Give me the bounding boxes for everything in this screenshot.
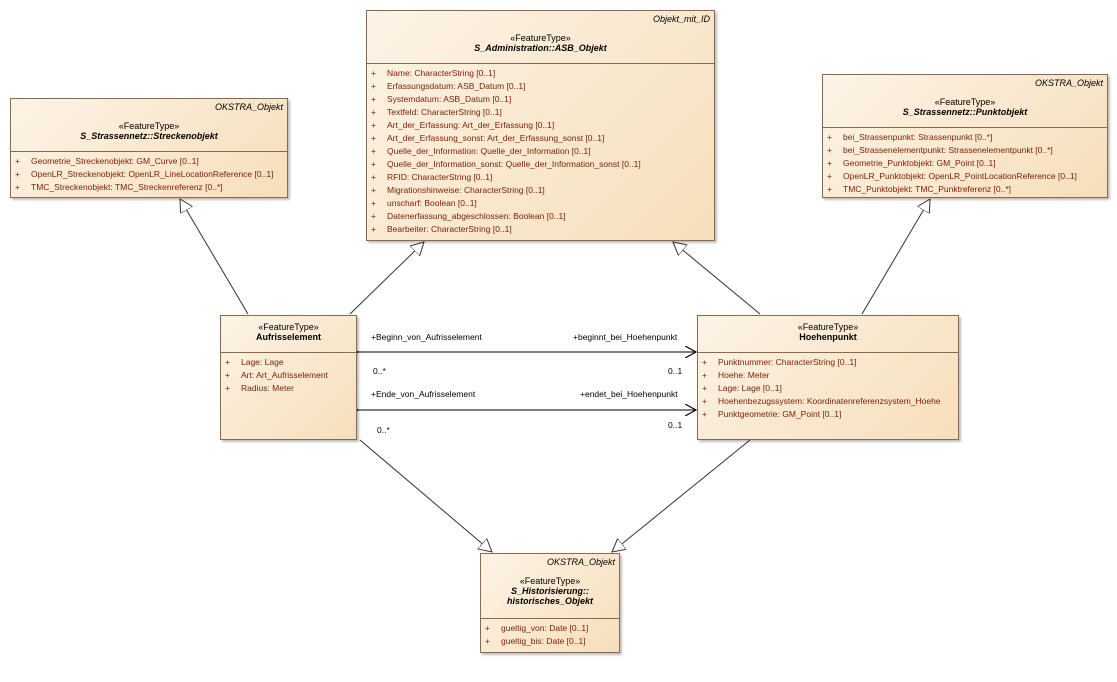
attribute: +Lage: Lage [225,357,284,367]
class-name: S_Strassennetz::Streckenobjekt [80,131,218,141]
attribute: +Radius: Meter [225,383,294,393]
stereotype: «FeatureType» [510,33,571,43]
class-hoehenpunkt[interactable]: «FeatureType» Hoehenpunkt +Punktnummer: … [697,315,959,440]
class-punktobjekt[interactable]: OKSTRA_Objekt «FeatureType» S_Strassenne… [822,74,1108,198]
attribute: +Erfassungsdatum: ASB_Datum [0..1] [371,81,526,91]
attribute: +Lage: Lage [0..1] [702,383,782,393]
attribute-list: +Punktnummer: CharacterString [0..1] +Ho… [698,352,958,423]
attribute: +Systemdatum: ASB_Datum [0..1] [371,94,512,104]
multiplicity-beginn-right: 0..1 [668,366,683,376]
attribute: +unscharf: Boolean [0..1] [371,198,477,208]
attribute: +OpenLR_Punktobjekt: OpenLR_PointLocatio… [827,171,1077,181]
class-asb-objekt[interactable]: Objekt_mit_ID «FeatureType» S_Administra… [366,10,715,241]
attribute: +Punktgeometrie: GM_Point [0..1] [702,409,842,419]
attribute: +Datenerfassung_abgeschlossen: Boolean [… [371,211,566,221]
attribute: +Migrationshinweise: CharacterString [0.… [371,185,545,195]
role-endet-bei-hoehenpunkt: +endet_bei_Hoehenpunkt [580,389,678,399]
generalization-aufriss-asb[interactable] [349,242,424,315]
stereotype: «FeatureType» [797,322,859,332]
attribute: +Geometrie_Streckenobjekt: GM_Curve [0..… [15,156,199,166]
class-name: Hoehenpunkt [799,332,857,342]
class-aufrisselement[interactable]: «FeatureType» Aufrisselement +Lage: Lage… [220,315,357,440]
role-beginnt-bei-hoehenpunkt: +beginnt_bei_Hoehenpunkt [573,332,678,342]
attribute: +Punktnummer: CharacterString [0..1] [702,357,857,367]
generalization-hoehen-punkt[interactable] [861,199,930,315]
class-historisches-objekt[interactable]: OKSTRA_Objekt «FeatureType» S_Historisie… [480,553,620,653]
attribute: +RFID: CharacterString [0..1] [371,172,493,182]
attribute-list: +gueltig_von: Date [0..1] +gueltig_bis: … [481,618,619,650]
class-tag: OKSTRA_Objekt [214,102,283,112]
stereotype: «FeatureType» [118,121,180,131]
generalization-aufriss-hist[interactable] [359,439,492,552]
class-streckenobjekt[interactable]: OKSTRA_Objekt «FeatureType» S_Strassenne… [10,98,288,198]
attribute: +gueltig_von: Date [0..1] [485,623,589,633]
attribute: +TMC_Streckenobjekt: TMC_Streckenreferen… [15,182,223,192]
attribute: +Name: CharacterString [0..1] [371,68,496,78]
role-beginn-von-aufrisselement: +Beginn_von_Aufrisselement [371,332,482,342]
class-name: historisches_Objekt [506,596,594,606]
stereotype: «FeatureType» [519,576,581,586]
attribute: +Geometrie_Punktobjekt: GM_Point [0..1] [827,158,996,168]
stereotype: «FeatureType» [934,97,996,107]
attribute: +Quelle_der_Information_sonst: Quelle_de… [371,159,641,169]
class-tag: OKSTRA_Objekt [546,557,615,567]
attribute: +Quelle_der_Information: Quelle_der_Info… [371,146,591,156]
class-tag: OKSTRA_Objekt [1034,78,1103,88]
role-ende-von-aufrisselement: +Ende_von_Aufrisselement [371,389,476,399]
attribute-list: +Lage: Lage +Art: Art_Aufrisselement +Ra… [221,352,356,397]
attribute-list: +Name: CharacterString [0..1] +Erfassung… [367,63,714,238]
generalization-aufriss-strecke[interactable] [180,199,249,315]
class-tag: Objekt_mit_ID [652,14,710,24]
attribute: +TMC_Punktobjekt: TMC_Punktreferenz [0..… [827,184,1012,194]
attribute: +bei_Strassenpunkt: Strassenpunkt [0..*] [827,132,993,142]
attribute: +OpenLR_Streckenobjekt: OpenLR_LineLocat… [15,169,274,179]
attribute: +gueltig_bis: Date [0..1] [485,636,586,646]
attribute: +Hoehenbezugssystem: Koordinatenreferenz… [702,396,941,406]
attribute: +Art_der_Erfassung_sonst: Art_der_Erfass… [371,133,605,143]
stereotype: «FeatureType» [258,322,319,332]
attribute-list: +bei_Strassenpunkt: Strassenpunkt [0..*]… [823,127,1107,198]
class-name-package: S_Historisierung:: [510,586,589,596]
attribute: +Art: Art_Aufrisselement [225,370,328,380]
multiplicity-ende-left: 0..* [377,425,390,435]
class-name: S_Strassennetz::Punktobjekt [902,107,1028,117]
attribute: +bei_Strassenelementpunkt: Strasseneleme… [827,145,1053,155]
class-name: S_Administration::ASB_Objekt [474,43,607,53]
attribute: +Textfeld: CharacterString [0..1] [371,107,502,117]
attribute: +Bearbeiter: CharacterString [0..1] [371,224,512,234]
attribute: +Art_der_Erfassung: Art_der_Erfassung [0… [371,120,555,130]
multiplicity-ende-right: 0..1 [668,420,683,430]
attribute: +Hoehe: Meter [702,370,770,380]
generalization-hoehen-hist[interactable] [612,439,751,552]
generalization-hoehen-asb[interactable] [673,242,761,315]
class-name: Aufrisselement [255,332,322,342]
attribute-list: +Geometrie_Streckenobjekt: GM_Curve [0..… [11,151,287,196]
multiplicity-beginn-left: 0..* [373,366,386,376]
